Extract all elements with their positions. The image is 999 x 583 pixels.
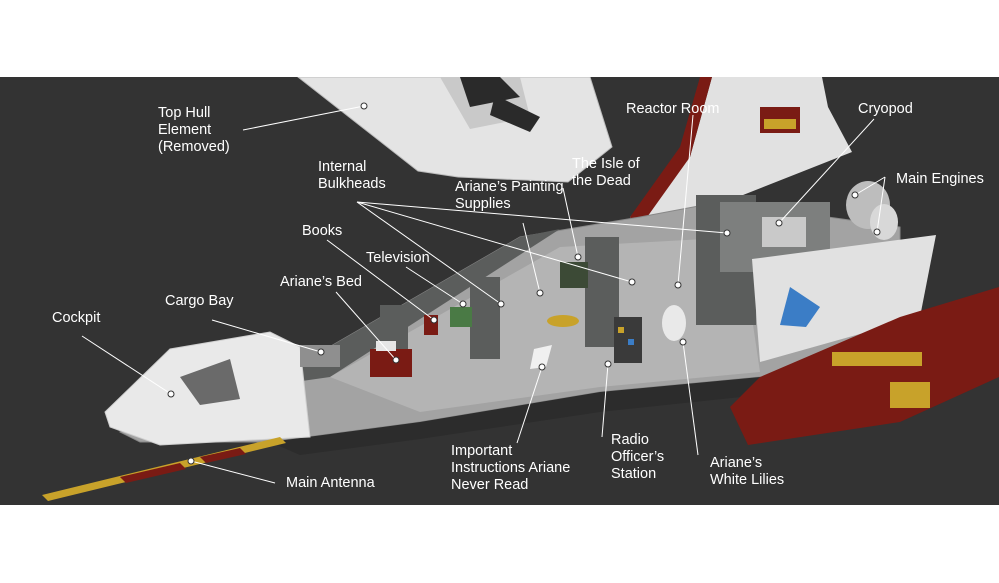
label-arianes-bed: Ariane’s Bed xyxy=(280,274,362,291)
label-reactor-room: Reactor Room xyxy=(626,101,719,118)
label-cockpit: Cockpit xyxy=(52,310,100,327)
label-radio-officers-station: Radio Officer’s Station xyxy=(611,432,664,483)
label-isle-of-the-dead: The Isle of the Dead xyxy=(572,156,640,190)
label-cargo-bay: Cargo Bay xyxy=(165,293,234,310)
label-arianes-white-lilies: Ariane’s White Lilies xyxy=(710,455,784,489)
main-antenna-shape xyxy=(42,437,286,501)
label-top-hull-element: Top Hull Element (Removed) xyxy=(158,105,230,156)
label-main-antenna: Main Antenna xyxy=(286,475,375,492)
lego-ship-cutaway-illustration xyxy=(0,77,999,505)
label-television: Television xyxy=(366,250,430,267)
label-main-engines: Main Engines xyxy=(896,171,984,188)
label-painting-supplies: Ariane’s Painting Supplies xyxy=(455,179,564,213)
label-books: Books xyxy=(302,223,342,240)
label-important-instructions: Important Instructions Ariane Never Read xyxy=(451,443,570,494)
label-cryopod: Cryopod xyxy=(858,101,913,118)
diagram-panel: Top Hull Element (Removed) Reactor Room … xyxy=(0,77,999,505)
cockpit-shape xyxy=(105,332,340,445)
label-internal-bulkheads: Internal Bulkheads xyxy=(318,159,386,193)
